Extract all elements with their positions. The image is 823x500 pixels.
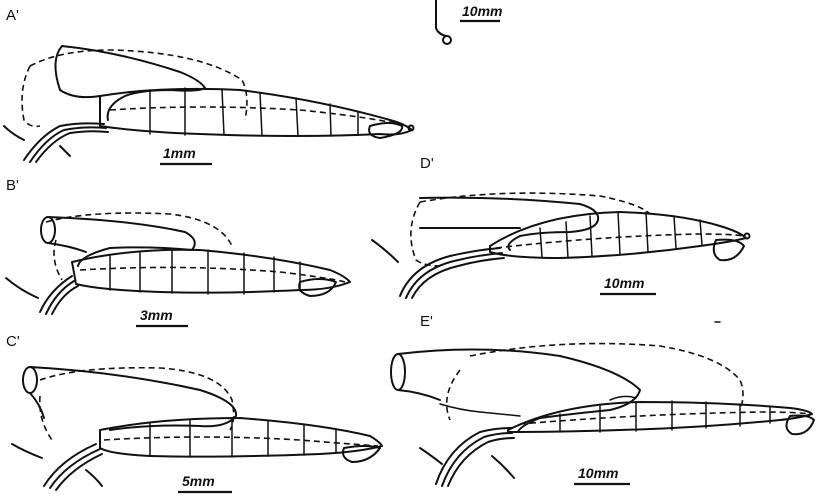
panel-c-scale-label: 5mm: [182, 473, 215, 489]
panel-label-b: B': [6, 177, 19, 194]
panel-label-e: E': [420, 313, 433, 330]
panel-b-drawing: [6, 213, 350, 314]
top-fragment: [436, 0, 451, 44]
panel-label-a: A': [6, 7, 19, 24]
panel-c-drawing: [12, 367, 382, 490]
panel-d-scale-label: 10mm: [604, 275, 644, 291]
panel-a-drawing: [4, 46, 414, 162]
panel-d-drawing: [372, 193, 750, 298]
panel-a-scale-label: 1mm: [163, 145, 196, 161]
panel-label-d: D': [420, 155, 434, 172]
panel-e-scale-label: 10mm: [578, 465, 618, 481]
top-scale-label: 10mm: [462, 3, 502, 19]
panel-label-c: C': [6, 333, 20, 350]
panel-b-scale-label: 3mm: [140, 307, 173, 323]
